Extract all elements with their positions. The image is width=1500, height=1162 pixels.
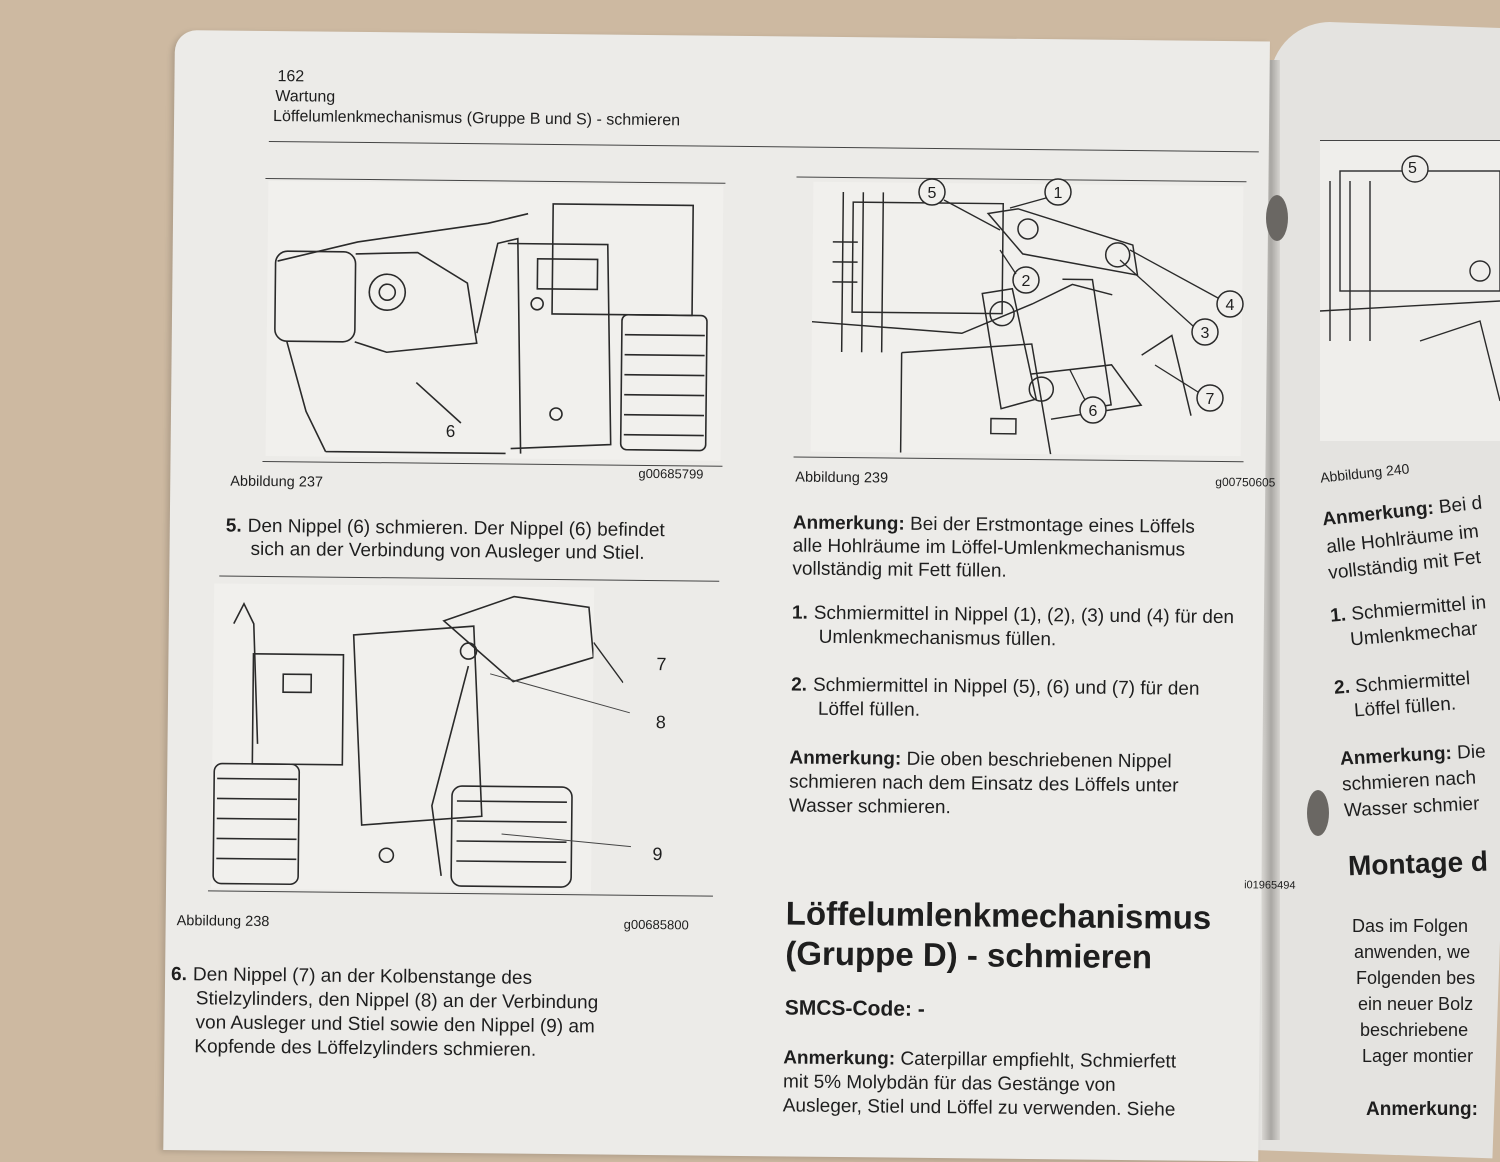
step-6-line2: Stielzylinders, den Nippel (8) an der Ve… xyxy=(195,988,599,1014)
page-title: Löffelumlenkmechanismus (Gruppe B und S)… xyxy=(273,108,681,130)
figure-238-callout-9: 9 xyxy=(652,844,663,865)
figure-239-caption: Abbildung 239 xyxy=(795,469,889,487)
figure-240-caption: Abbildung 240 xyxy=(1319,460,1411,486)
note-3-line3: Ausleger, Stiel und Löffel zu verwenden.… xyxy=(782,1095,1176,1121)
note-3-line2: mit 5% Molybdän für das Gestänge von xyxy=(782,1071,1116,1096)
figure-237-drawing xyxy=(265,180,724,461)
step-1-line1: 1.Schmiermittel in Nippel (1), (2), (3) … xyxy=(791,602,1235,629)
np-para-line3: Folgenden bes xyxy=(1356,968,1476,988)
np-para-line5: beschriebene xyxy=(1360,1020,1469,1040)
note-3-line1: Anmerkung: Caterpillar empfiehlt, Schmie… xyxy=(783,1047,1177,1073)
callout-2: 2 xyxy=(1022,273,1031,290)
figure-237-caption: Abbildung 237 xyxy=(230,473,324,491)
figure-240-callout: 5 xyxy=(1408,160,1417,177)
figure-237-callout-6: 6 xyxy=(445,421,456,441)
step-2-line1: 2.Schmiermittel in Nippel (5), (6) und (… xyxy=(791,674,1200,700)
step-6-line3: von Ausleger und Stiel sowie den Nippel … xyxy=(195,1012,595,1038)
callout-4: 4 xyxy=(1226,297,1235,314)
section-title-line2: (Gruppe D) - schmieren xyxy=(785,934,1153,976)
step-2-number: 2. xyxy=(791,674,808,696)
step-5-line2: sich an der Verbindung von Ausleger und … xyxy=(250,538,645,564)
section-id: i01965494 xyxy=(1244,879,1296,892)
page-number: 162 xyxy=(277,68,305,86)
np-para-line4: ein neuer Bolz xyxy=(1358,994,1474,1014)
step-5-number: 5. xyxy=(225,515,242,537)
manual-page: 162 Wartung Löffelumlenkmechanismus (Gru… xyxy=(163,30,1296,1162)
np-note2-line3: Wasser schmier xyxy=(1343,793,1480,822)
np-para-line6: Lager montier xyxy=(1362,1046,1474,1066)
np-para-line1: Das im Folgen xyxy=(1352,916,1469,936)
callout-6: 6 xyxy=(1089,403,1098,420)
figure-238-caption: Abbildung 238 xyxy=(176,913,270,931)
note-1-label: Anmerkung: xyxy=(792,512,905,535)
np-note2-line2: schmieren nach xyxy=(1341,767,1477,796)
np-heading: Montage d xyxy=(1347,845,1489,882)
note-2-label: Anmerkung: xyxy=(789,747,902,770)
step-1-line2: Umlenkmechanismus füllen. xyxy=(818,626,1057,651)
header-rule xyxy=(268,140,1259,153)
figure-238-callout-7: 7 xyxy=(656,654,667,675)
section-title-line1: Löffelumlenkmechanismus xyxy=(785,894,1212,936)
note-1-line3: vollständig mit Fett füllen. xyxy=(792,558,1007,582)
figure-238-id: g00685800 xyxy=(623,916,689,933)
callout-1: 1 xyxy=(1054,185,1063,202)
next-page-content: 5 Abbildung 240 Anmerkung: Bei d alle Ho… xyxy=(1300,140,1500,1125)
step-1-number: 1. xyxy=(791,602,808,624)
figure-238-leaders xyxy=(591,587,624,892)
figure-238-callout-8: 8 xyxy=(655,712,666,733)
figure-rule xyxy=(219,575,720,582)
punch-hole xyxy=(1266,195,1288,241)
step-6-line1: 6.Den Nippel (7) an der Kolbenstange des xyxy=(170,964,533,989)
figure-240-drawing: 5 xyxy=(1319,140,1500,441)
figure-rule xyxy=(207,890,713,897)
step-6-line4: Kopfende des Löffelzylinders schmieren. xyxy=(194,1036,537,1061)
np-note3-label: Anmerkung: xyxy=(1366,1099,1478,1120)
figure-rule xyxy=(793,456,1244,463)
callout-3: 3 xyxy=(1201,325,1210,342)
callout-5: 5 xyxy=(928,185,937,202)
step-5-text: Den Nippel (6) schmieren. Der Nippel (6)… xyxy=(247,515,665,542)
punch-hole xyxy=(1307,790,1329,836)
note-2-line2: schmieren nach dem Einsatz des Löffels u… xyxy=(789,771,1179,797)
step-2-line2: Löffel füllen. xyxy=(817,698,921,721)
figure-239-id: g00750605 xyxy=(1215,474,1276,490)
np-para-line2: anwenden, we xyxy=(1354,942,1471,962)
smcs-code: SMCS-Code: - xyxy=(784,996,925,1021)
note-2-line1: Anmerkung: Die oben beschriebenen Nippel xyxy=(789,747,1172,773)
figure-238-drawing xyxy=(211,583,595,893)
section-name: Wartung xyxy=(275,88,336,106)
figure-237-id: g00685799 xyxy=(638,465,704,482)
step-6-number: 6. xyxy=(170,964,188,986)
note-2-line3: Wasser schmieren. xyxy=(788,795,951,819)
figure-239-callouts: 5 1 2 4 3 6 7 xyxy=(918,178,1244,424)
note-3-label: Anmerkung: xyxy=(783,1047,896,1070)
callout-7: 7 xyxy=(1206,391,1215,408)
